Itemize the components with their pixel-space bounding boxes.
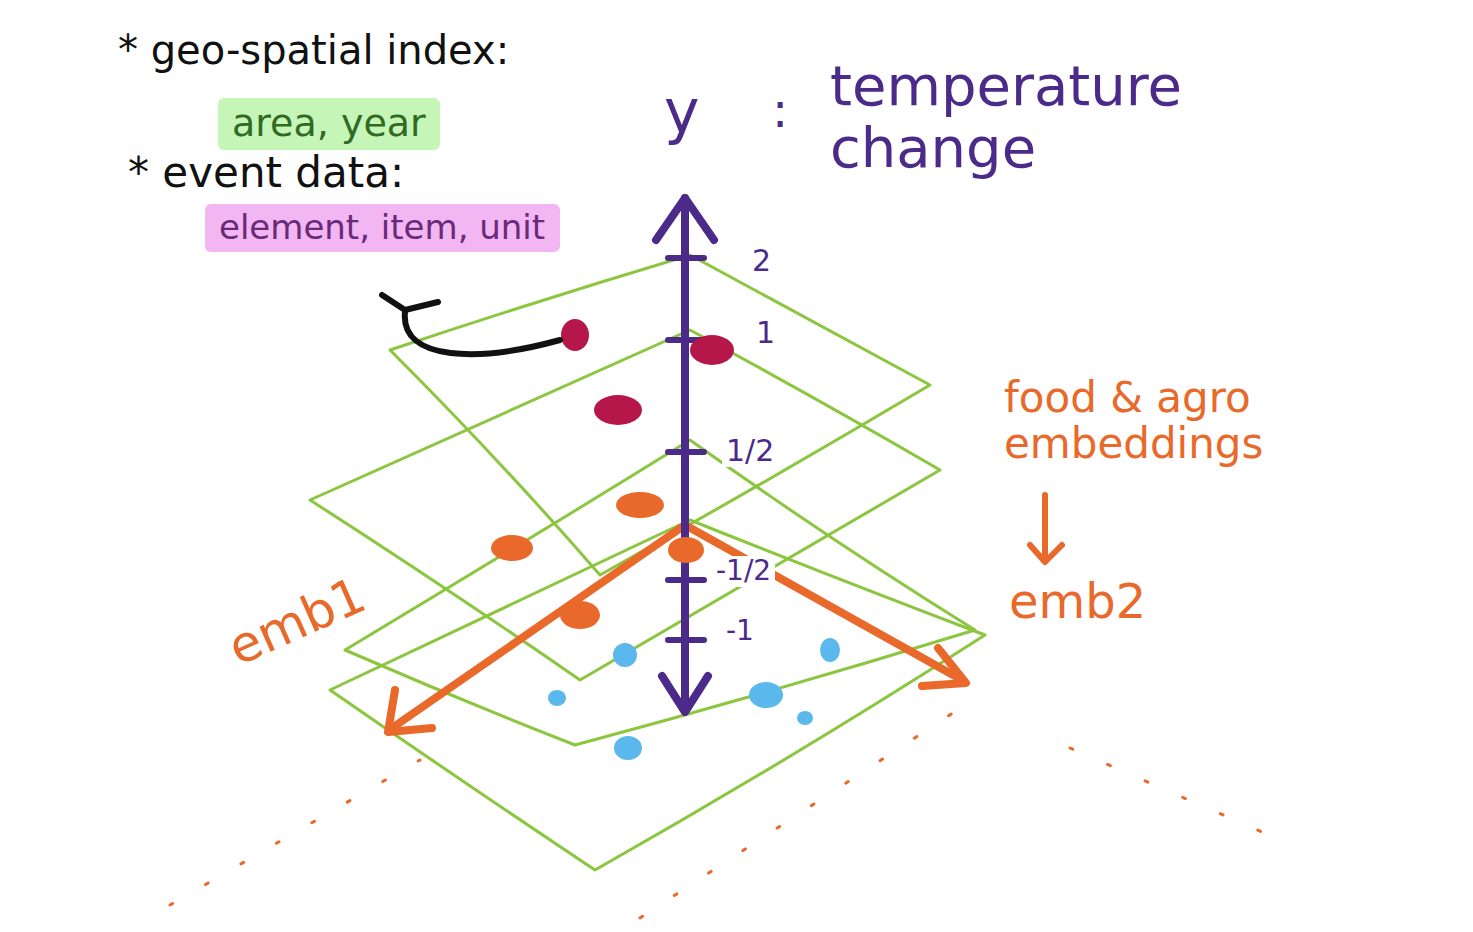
emb1-axis xyxy=(392,525,685,728)
data-dot xyxy=(560,601,600,629)
data-dot xyxy=(616,492,664,518)
plane xyxy=(390,255,930,575)
data-dot xyxy=(690,335,734,365)
data-dot xyxy=(548,690,566,706)
arrowhead xyxy=(1030,545,1062,562)
temperature-planes xyxy=(310,255,985,870)
section-heading: * geo-spatial index: xyxy=(118,28,509,72)
tick-label: -1 xyxy=(722,616,758,647)
ground-dots xyxy=(170,760,420,905)
axis-title: food & agro embeddings xyxy=(1000,375,1308,467)
data-dot xyxy=(491,535,533,561)
warm-dots xyxy=(561,319,734,425)
down-arrow xyxy=(1030,495,1062,562)
arrowhead xyxy=(382,295,438,310)
tick-marks xyxy=(668,258,704,640)
data-dot xyxy=(820,638,840,662)
ground-dots xyxy=(170,705,1262,918)
data-dot xyxy=(668,537,704,563)
data-dot xyxy=(797,711,813,725)
arrowhead xyxy=(922,648,966,686)
arrowhead xyxy=(662,676,708,712)
y-axis xyxy=(656,198,714,712)
tick-label: 1 xyxy=(752,316,779,349)
neutral-dots xyxy=(491,492,704,629)
ground-dots xyxy=(1070,748,1262,832)
leader-arrow xyxy=(382,295,560,354)
data-dot xyxy=(614,736,642,760)
highlighted-text: area, year xyxy=(232,102,426,146)
arrowhead xyxy=(656,198,714,240)
data-dot xyxy=(749,682,783,708)
down-arrow-line xyxy=(1042,495,1048,560)
axis-name: emb1 xyxy=(217,566,377,678)
highlighted-text: element, item, unit xyxy=(219,208,546,247)
tick-label: 1/2 xyxy=(722,434,778,467)
axis-name: emb2 xyxy=(1005,575,1150,628)
axis-name: y xyxy=(664,78,700,144)
embedding-axes xyxy=(388,525,966,732)
arrowhead xyxy=(388,690,432,732)
highlight-box: element, item, unit xyxy=(205,204,560,252)
highlight-box: area, year xyxy=(218,98,440,150)
leader-line xyxy=(405,312,560,354)
plane xyxy=(345,440,975,745)
section-heading: * event data: xyxy=(128,150,404,196)
ground-dots xyxy=(640,705,965,918)
plane xyxy=(310,330,940,680)
data-dot xyxy=(613,643,637,667)
tick-label: -1/2 xyxy=(712,556,775,587)
data-dot xyxy=(594,395,642,425)
separator: : xyxy=(772,84,788,137)
emb2-axis xyxy=(685,525,962,680)
axis-title: temperature change xyxy=(830,55,1270,178)
data-dot xyxy=(561,319,589,351)
cool-dots xyxy=(548,638,840,760)
tick-label: 2 xyxy=(748,244,775,277)
